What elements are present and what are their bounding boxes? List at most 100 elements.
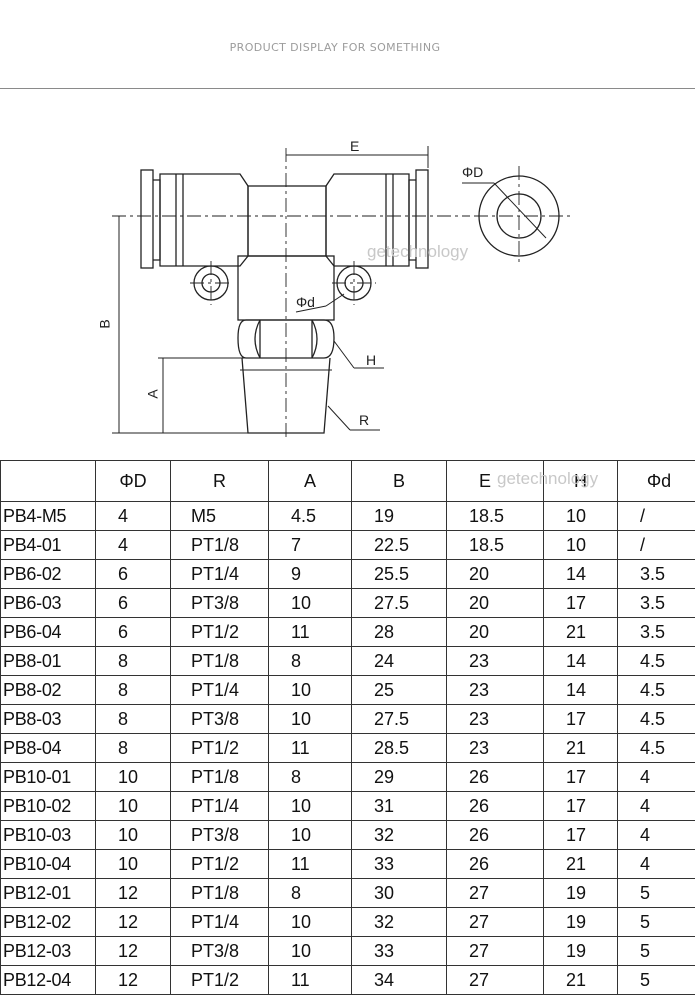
table-cell: 8 [269,763,352,792]
table-cell: 5 [618,908,695,937]
table-cell: 27 [447,966,544,995]
model-cell: PB10-03 [1,821,96,850]
table-cell: 10 [269,792,352,821]
table-cell: 9 [269,560,352,589]
table-cell: 23 [447,734,544,763]
table-cell: 28.5 [352,734,447,763]
table-cell: 20 [447,560,544,589]
table-cell: 19 [544,937,618,966]
column-header-r: R [171,461,269,502]
table-cell: 28 [352,618,447,647]
table-cell: 5 [618,966,695,995]
model-cell: PB6-04 [1,618,96,647]
table-cell: 23 [447,676,544,705]
table-cell: 12 [96,937,171,966]
table-cell: 26 [447,821,544,850]
model-cell: PB10-04 [1,850,96,879]
dim-label-b: B [97,319,113,328]
column-header-phi-d-outer: ΦD [96,461,171,502]
column-header-model [1,461,96,502]
table-cell: 4 [618,821,695,850]
watermark-drawing: getechnology [367,242,468,262]
table-cell: PT1/4 [171,792,269,821]
table-cell: 24 [352,647,447,676]
table-cell: 4 [96,502,171,531]
table-cell: 25 [352,676,447,705]
table-cell: 34 [352,966,447,995]
table-cell: 12 [96,908,171,937]
page-title: PRODUCT DISPLAY FOR SOMETHING [0,41,670,54]
table-cell: 10 [269,937,352,966]
table-cell: 8 [96,705,171,734]
table-cell: 25.5 [352,560,447,589]
table-cell: 18.5 [447,531,544,560]
table-cell: 33 [352,937,447,966]
table-cell: 27 [447,908,544,937]
table-cell: 8 [96,734,171,763]
table-cell: 14 [544,676,618,705]
table-cell: PT1/8 [171,647,269,676]
table-cell: PT3/8 [171,589,269,618]
table-cell: 8 [96,676,171,705]
table-cell: 11 [269,966,352,995]
table-cell: 20 [447,589,544,618]
table-cell: 17 [544,792,618,821]
column-header-a: A [269,461,352,502]
table-cell: 27.5 [352,589,447,618]
dim-label-phi-d-lower: Φd [296,294,315,310]
table-cell: 4 [618,792,695,821]
table-cell: 27 [447,937,544,966]
table-cell: 18.5 [447,502,544,531]
column-header-b: B [352,461,447,502]
table-cell: 21 [544,966,618,995]
table-cell: 19 [352,502,447,531]
table-cell: 11 [269,734,352,763]
table-cell: 10 [96,821,171,850]
table-cell: M5 [171,502,269,531]
table-cell: PT1/4 [171,676,269,705]
table-cell: 8 [269,879,352,908]
table-cell: 17 [544,705,618,734]
table-cell: 26 [447,763,544,792]
table-cell: 8 [96,647,171,676]
table-cell: 32 [352,908,447,937]
table-cell: PT1/2 [171,618,269,647]
table-cell: 7 [269,531,352,560]
table-cell: 17 [544,589,618,618]
table-cell: PT1/8 [171,879,269,908]
table-cell: 6 [96,560,171,589]
table-cell: 4.5 [618,705,695,734]
model-cell: PB6-03 [1,589,96,618]
table-cell: 3.5 [618,560,695,589]
table-cell: 23 [447,705,544,734]
table-cell: 4 [96,531,171,560]
table-cell: PT1/4 [171,908,269,937]
dim-label-h: H [366,352,376,368]
model-cell: PB4-M5 [1,502,96,531]
model-cell: PB8-02 [1,676,96,705]
model-cell: PB12-03 [1,937,96,966]
column-header-phi-d-inner: Φd [618,461,695,502]
fitting-diagram [0,88,695,460]
page-header: PRODUCT DISPLAY FOR SOMETHING [0,0,695,89]
table-cell: 26 [447,850,544,879]
dim-label-e: E [350,138,359,154]
tee-center [248,186,326,256]
model-cell: PB10-01 [1,763,96,792]
table-cell: PT1/8 [171,763,269,792]
table-cell: 17 [544,821,618,850]
model-cell: PB8-04 [1,734,96,763]
model-cell: PB12-04 [1,966,96,995]
